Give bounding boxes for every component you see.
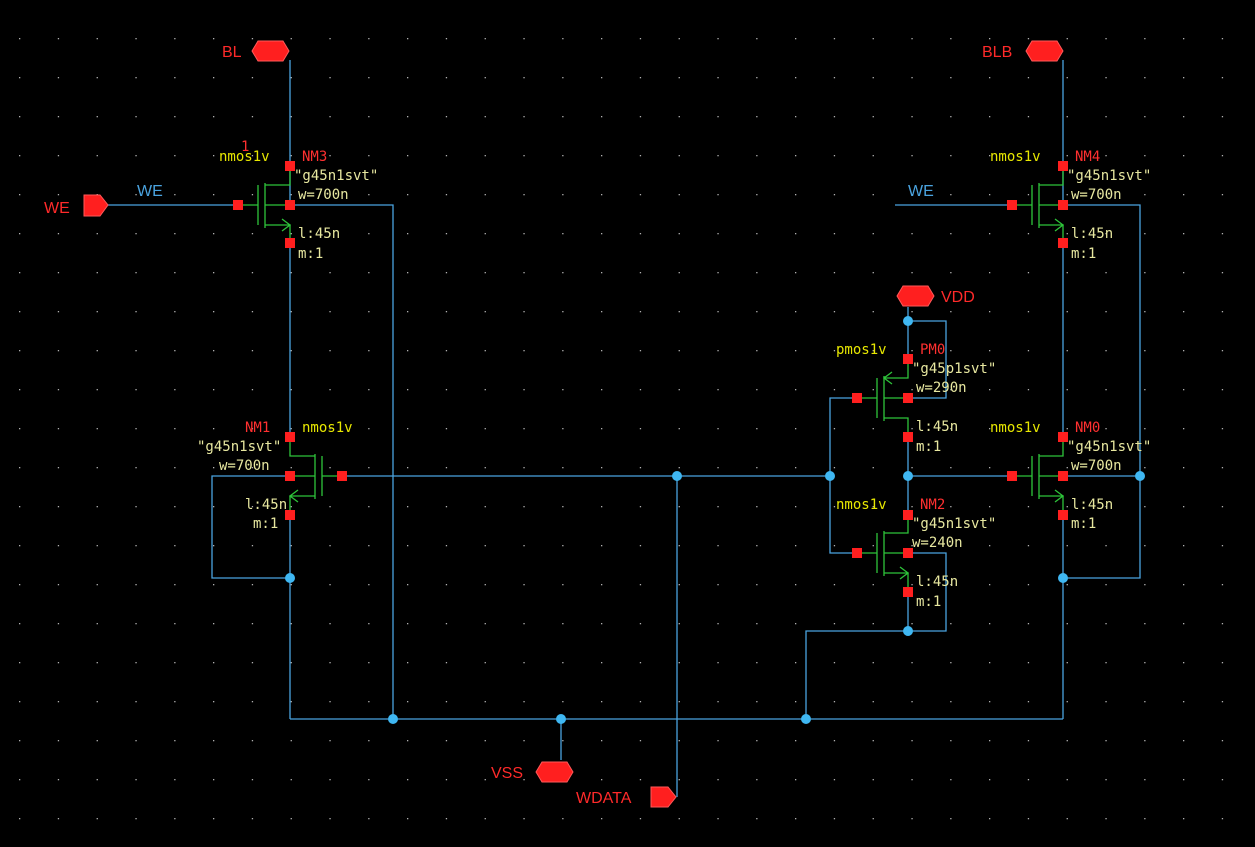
nm2-symbol: [857, 515, 910, 592]
pin-label-wdata: WDATA: [576, 790, 632, 807]
nm1-m: m:1: [253, 516, 278, 532]
nm2-l: l:45n: [916, 574, 958, 590]
nm4-l: l:45n: [1071, 226, 1113, 242]
nm1-l: l:45n: [245, 497, 287, 513]
pin-labels: BL BLB WE VDD VSS WDATA: [44, 44, 1012, 807]
nm0-model: "g45n1svt": [1067, 439, 1151, 455]
nm1-symbol: [288, 437, 342, 515]
nm3-l: l:45n: [298, 226, 340, 242]
pm0-name: PM0: [920, 342, 945, 358]
marker-one: 1: [241, 139, 249, 155]
nm1-name: NM1: [245, 420, 270, 436]
nm4-cell: nmos1v: [990, 149, 1041, 165]
wires: [108, 60, 1141, 797]
transistor-symbols: [238, 166, 1065, 592]
pm0-l: l:45n: [916, 419, 958, 435]
nm4-model: "g45n1svt": [1067, 168, 1151, 184]
nm3-m: m:1: [298, 246, 323, 262]
nm4-w: w=700n: [1071, 187, 1122, 203]
nm0-l: l:45n: [1071, 497, 1113, 513]
pm0-w: w=290n: [916, 380, 967, 396]
net-label-we-right: WE: [908, 183, 934, 200]
nm0-m: m:1: [1071, 516, 1096, 532]
vss-pin-shape: [535, 761, 574, 783]
nm4-name: NM4: [1075, 149, 1100, 165]
wire-nm3-body: [290, 204, 394, 719]
wire-nm2-source: [805, 592, 909, 719]
bl-pin-shape: [251, 40, 290, 62]
nm0-symbol: [1012, 437, 1065, 515]
nm3-w: w=700n: [298, 187, 349, 203]
wdata-pin-shape: [650, 786, 677, 808]
nm3-symbol: [238, 166, 292, 243]
grid-dots: [19, 38, 1224, 820]
nm4-m: m:1: [1071, 246, 1096, 262]
net-label-we-left: WE: [137, 183, 163, 200]
nm4-symbol: [1012, 166, 1065, 243]
pin-label-blb: BLB: [982, 44, 1012, 61]
wire-nm1-body-loop: [211, 475, 290, 579]
pin-label-vss: VSS: [491, 765, 523, 782]
pin-label-we: WE: [44, 200, 70, 217]
nm2-w: w=240n: [912, 535, 963, 551]
nm0-w: w=700n: [1071, 458, 1122, 474]
transistor-labels: 1 nmos1v NM3 "g45n1svt" w=700n l:45n m:1…: [197, 139, 1151, 610]
vdd-pin-shape: [896, 285, 935, 307]
pm0-symbol: [857, 359, 909, 437]
pm0-cell: pmos1v: [836, 342, 887, 358]
pm0-model: "g45p1svt": [912, 361, 996, 377]
blb-pin-shape: [1025, 40, 1064, 62]
nm0-cell: nmos1v: [990, 420, 1041, 436]
nm1-cell: nmos1v: [302, 420, 353, 436]
we-pin-shape: [83, 194, 109, 217]
nm2-name: NM2: [920, 497, 945, 513]
junction-dots: [285, 316, 1145, 724]
nm1-model: "g45n1svt": [197, 439, 281, 455]
net-labels: WE WE: [137, 183, 934, 200]
nm2-m: m:1: [916, 594, 941, 610]
pm0-m: m:1: [916, 439, 941, 455]
pin-label-vdd: VDD: [941, 289, 975, 306]
pin-squares: [233, 161, 1068, 597]
nm0-name: NM0: [1075, 420, 1100, 436]
wire-nm2-body: [908, 552, 947, 632]
pin-label-bl: BL: [222, 44, 242, 61]
nm1-w: w=700n: [219, 458, 270, 474]
nm3-name: NM3: [302, 149, 327, 165]
nm3-model: "g45n1svt": [294, 168, 378, 184]
io-pins: [83, 40, 1064, 808]
nm2-model: "g45n1svt": [912, 516, 996, 532]
wire-pm0-body: [908, 320, 947, 399]
nm2-cell: nmos1v: [836, 497, 887, 513]
nm3-cell: nmos1v: [219, 149, 270, 165]
wire-nm4-body: [1063, 204, 1141, 579]
